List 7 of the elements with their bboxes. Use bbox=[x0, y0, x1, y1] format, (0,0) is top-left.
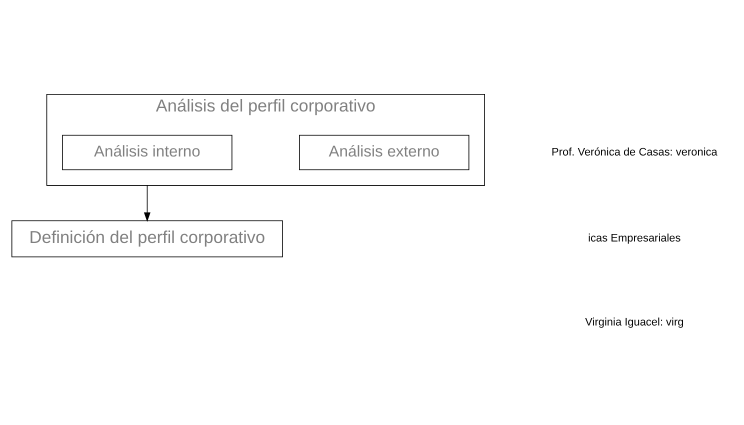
label: icas Empresariales bbox=[588, 232, 681, 245]
node-box: Análisis interno bbox=[62, 134, 232, 170]
node-box: Análisis externo bbox=[299, 134, 470, 170]
node-box: Definición del perfil corporativo bbox=[11, 220, 283, 258]
arrow bbox=[144, 185, 150, 222]
label: Virginia Iguacel: virg bbox=[585, 316, 684, 328]
label: Prof. Verónica de Casas: veronica bbox=[552, 146, 718, 158]
